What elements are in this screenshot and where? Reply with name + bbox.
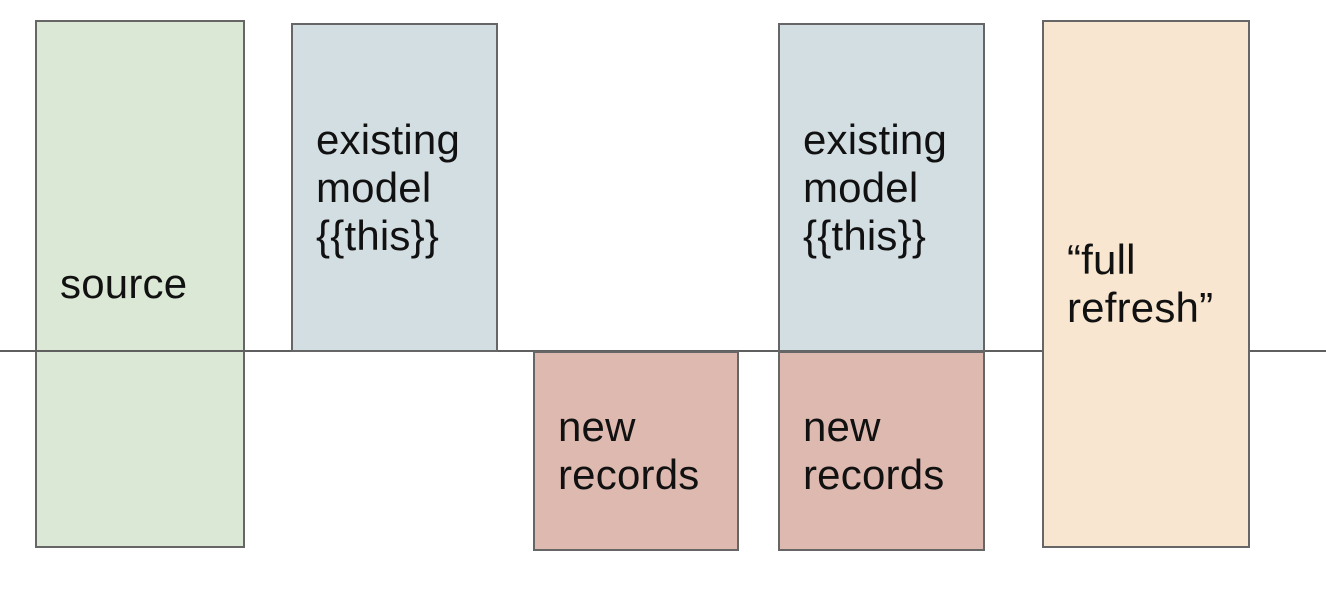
full-refresh-box-label-line: “full: [1067, 236, 1136, 283]
existing-model-box-2-label-line: {{this}}: [803, 211, 927, 259]
source-box-label-line: source: [60, 260, 188, 307]
source-box: source: [35, 20, 245, 548]
new-records-box-1-label-line: new: [558, 403, 636, 450]
new-records-box-2-label-line: new: [803, 403, 881, 450]
existing-model-box-1-label-line: model: [316, 163, 432, 211]
new-records-box-2-label-line: records: [803, 451, 945, 498]
full-refresh-box-label-line: refresh”: [1067, 284, 1214, 331]
existing-model-box-1-label-line: {{this}}: [316, 211, 440, 259]
existing-model-box-1-label-line: existing: [316, 115, 461, 163]
existing-model-box-2-label-line: existing: [803, 115, 948, 163]
new-records-box-1-label-line: records: [558, 451, 700, 498]
existing-model-box-2-label-line: model: [803, 163, 919, 211]
